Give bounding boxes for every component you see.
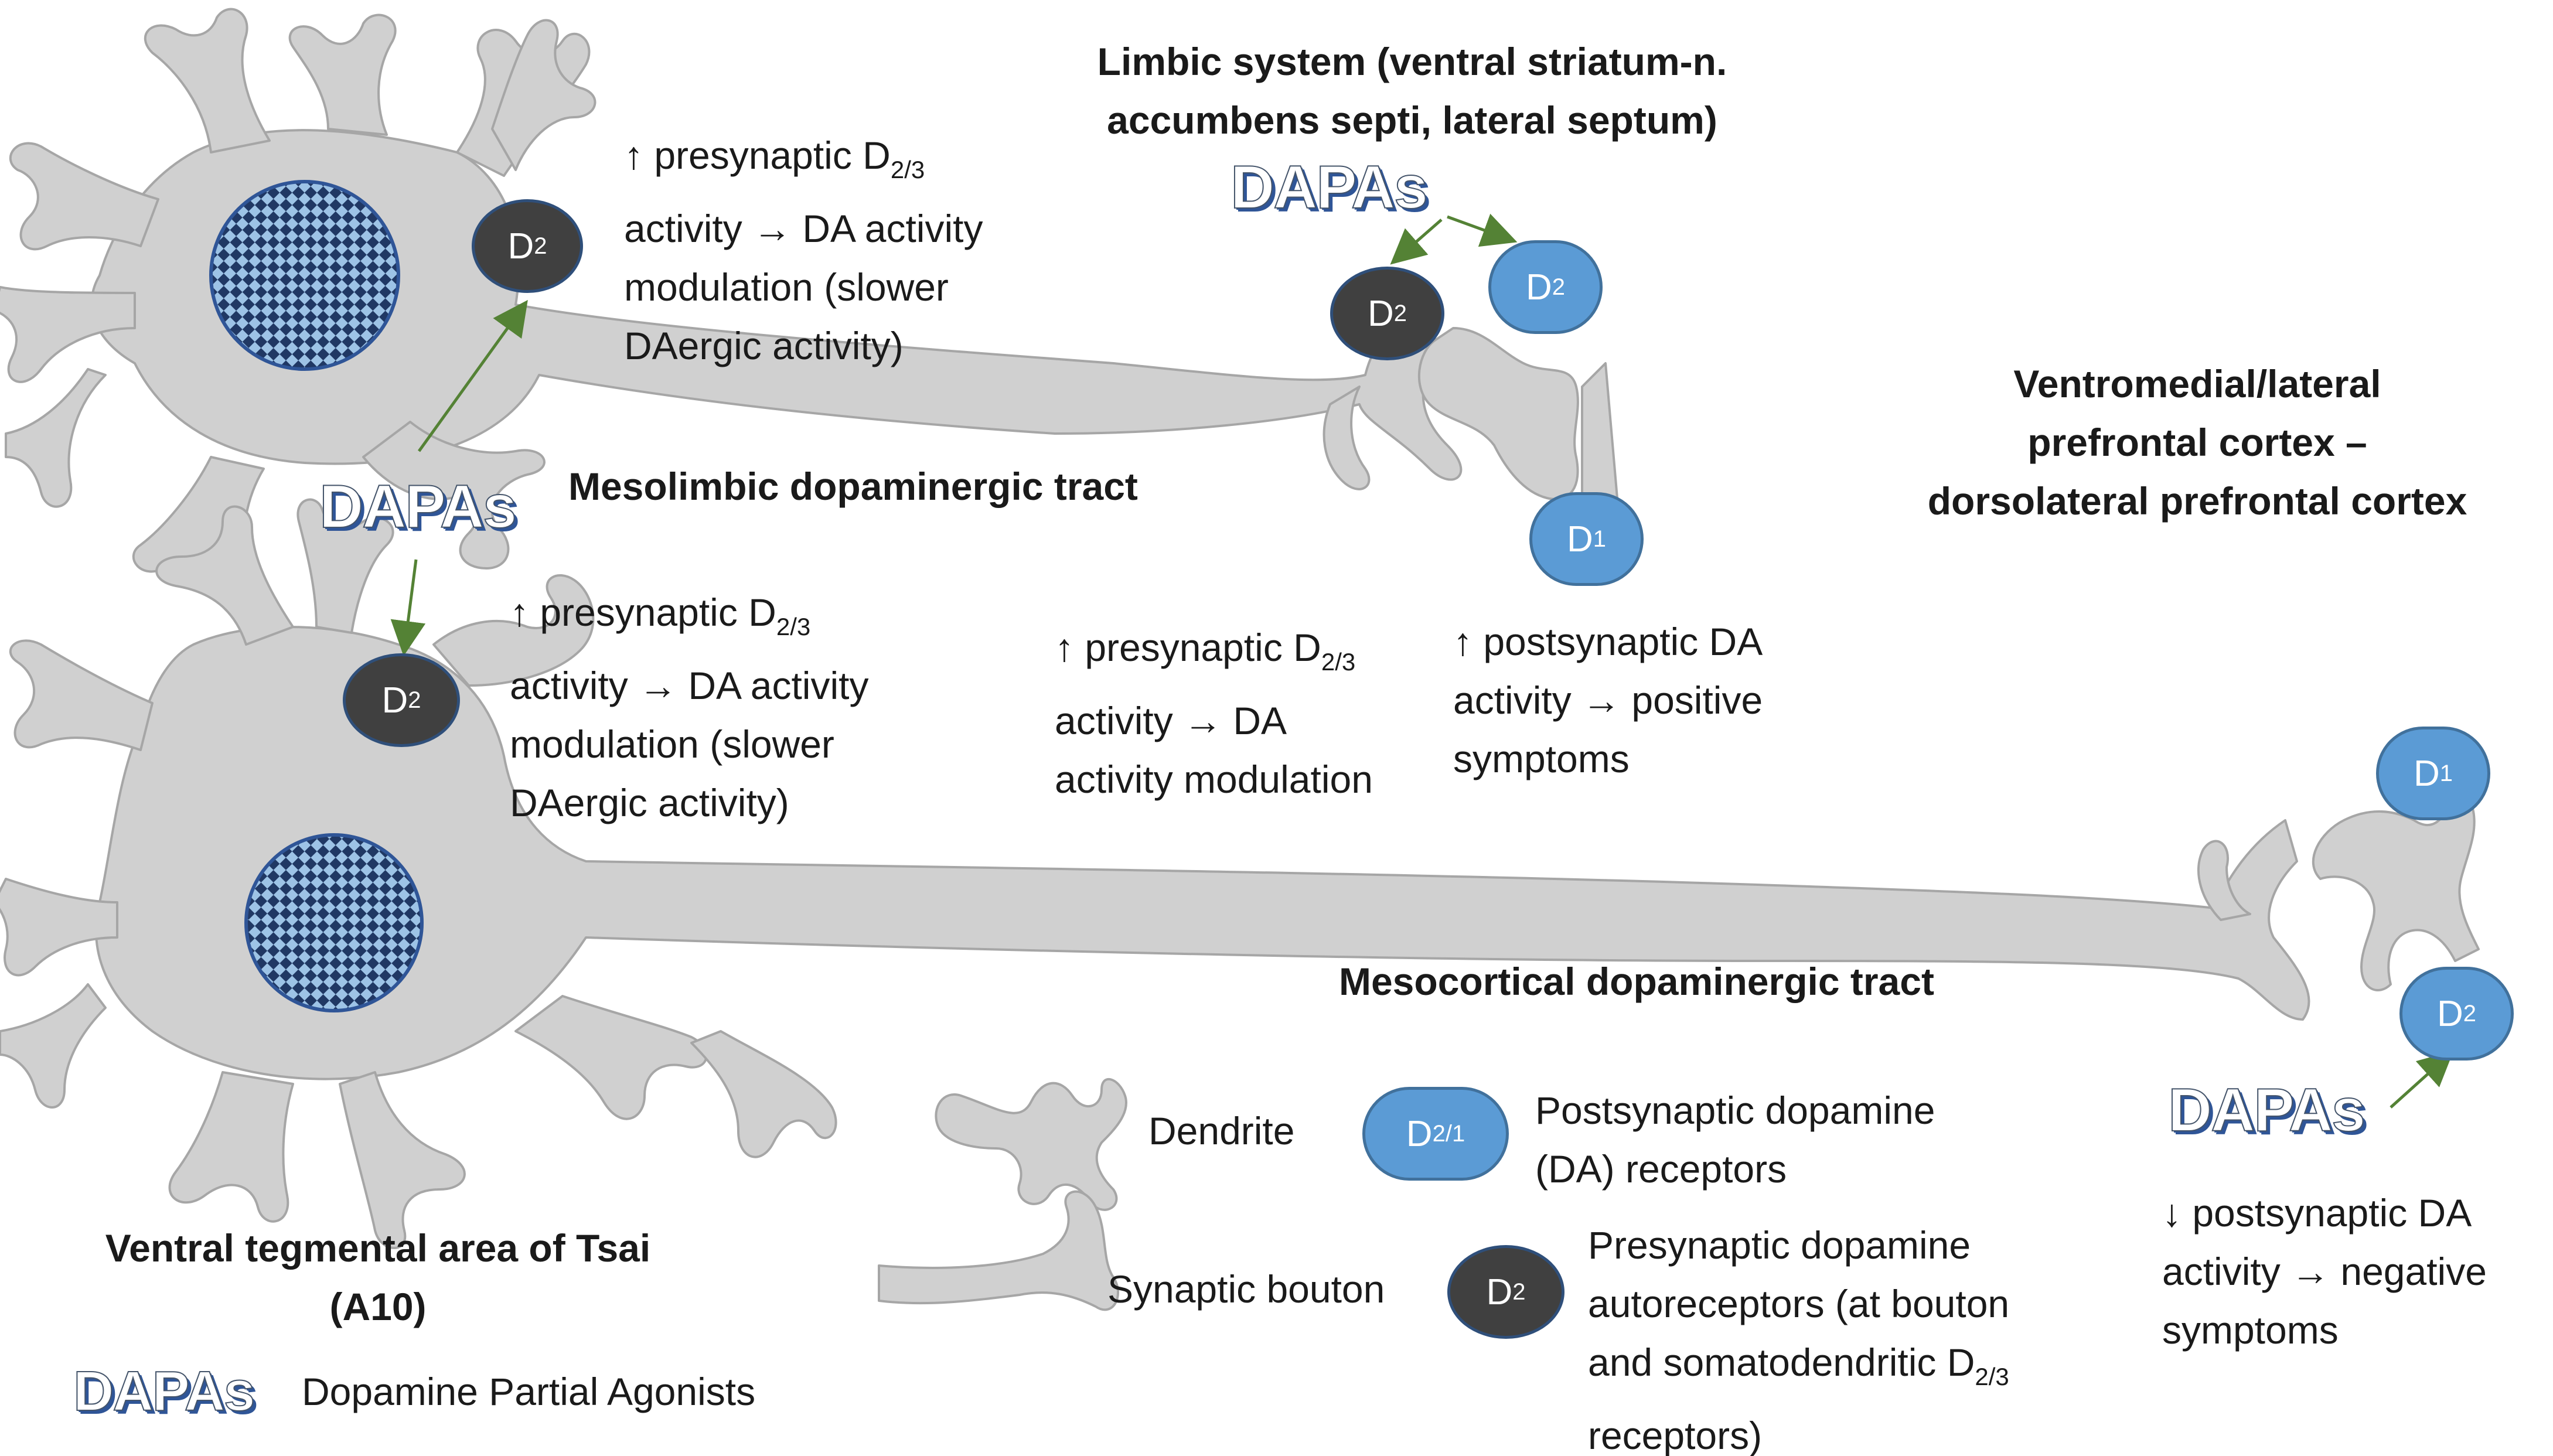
lower-dendrite-top [155, 505, 294, 646]
arrow-dapas-to-lower-d2 [390, 559, 426, 656]
annotation-line: activity → DA activity [624, 207, 983, 250]
annotation-line: activity modulation [1055, 758, 1373, 801]
dapas-label-limbic: DAPAs [1230, 153, 1429, 222]
lower-postsynaptic-dendrite [2312, 802, 2480, 991]
prefrontal-title-line-3: dorsolateral prefrontal cortex [1927, 479, 2467, 523]
upper-dendrite-mid [362, 421, 546, 570]
annotation-line: symptoms [2162, 1308, 2339, 1352]
annotation-line: ↓ postsynaptic DA [2162, 1191, 2472, 1235]
upper-dendrite-left2 [0, 286, 136, 383]
upper-postsynaptic-dendrite [1417, 327, 1579, 500]
prefrontal-region-title: Ventromedial/lateral prefrontal cortex –… [1863, 354, 2531, 530]
lower-dendrite-bottom5 [690, 1030, 837, 1158]
lower-dendrite-left2 [0, 878, 118, 977]
vta-title-line-2: (A10) [329, 1285, 427, 1328]
lower-dendrite-bottom [168, 1071, 294, 1223]
legend-line: autoreceptors (at bouton [1588, 1282, 2010, 1325]
dapas-label-upper-left: DAPAs [319, 472, 517, 541]
annotation-line: ↑ postsynaptic DA [1453, 620, 1763, 663]
lower-dendrite-left [9, 639, 154, 751]
annotation-upper-presynaptic: ↑ presynaptic D2/3 activity → DA activit… [624, 126, 983, 375]
annotation-line: DAergic activity) [624, 324, 904, 367]
lower-bouton-branch [2197, 840, 2251, 921]
annotation-line: ↑ presynaptic D2/3 [624, 134, 925, 183]
lower-dendrite-bottom4 [0, 983, 107, 1109]
legend-bouton-shape [878, 1190, 1120, 1311]
legend-line: Postsynaptic dopamine [1535, 1089, 1935, 1132]
upper-neuron-soma [90, 129, 1463, 481]
dapas-label-cortical: DAPAs [2167, 1076, 2366, 1145]
annotation-line: modulation (slower [510, 722, 834, 766]
annotation-line: ↑ presynaptic D2/3 [1055, 626, 1356, 676]
arrow-dapas-to-limbic-post-d2 [1447, 213, 1518, 247]
limbic-region-title: Limbic system (ventral striatum-n. accum… [1008, 32, 1816, 149]
upper-bouton-branch [1322, 386, 1371, 490]
legend-dendrite-label: Dendrite [1148, 1109, 1295, 1152]
upper-dendrite-top [144, 8, 271, 154]
annotation-line: symptoms [1453, 737, 1630, 780]
vta-title-line-1: Ventral tegmental area of Tsai [105, 1226, 651, 1270]
annotation-line: activity → positive [1453, 678, 1763, 722]
arrow-dapas-to-limbic-d2 [1390, 219, 1443, 265]
legend-presynaptic-description: Presynaptic dopamine autoreceptors (at b… [1588, 1216, 2009, 1456]
annotation-line: activity → DA activity [510, 664, 869, 707]
lower-dendrite-right-top [432, 574, 595, 687]
legend-dapas-definition: Dopamine Partial Agonists [302, 1370, 756, 1413]
annotation-cortical-postsynaptic: ↓ postsynaptic DA activity → negative sy… [2162, 1184, 2487, 1359]
lower-nucleus [244, 833, 424, 1012]
upper-dendrite-bottom2 [5, 368, 107, 508]
upper-dendrite-top2 [288, 13, 397, 136]
legend-postsynaptic-description: Postsynaptic dopamine (DA) receptors [1535, 1081, 1935, 1198]
annotation-line: activity → negative [2162, 1250, 2487, 1293]
vta-region-title: Ventral tegmental area of Tsai (A10) [47, 1219, 709, 1336]
legend-synaptic-bouton-label: Synaptic bouton [1107, 1267, 1385, 1311]
lower-dendrite-top2 [296, 498, 394, 634]
annotation-line: ↑ presynaptic D2/3 [510, 591, 811, 640]
mesocortical-tract-label: Mesocortical dopaminergic tract [1339, 960, 1934, 1003]
limbic-title-line-2: accumbens septi, lateral septum) [1107, 98, 1717, 142]
prefrontal-title-line-2: prefrontal cortex – [2027, 421, 2367, 464]
legend-line: and somatodendritic D2/3 [1588, 1341, 2009, 1390]
arrow-dapas-to-cortical-d2 [2390, 1051, 2454, 1109]
annotation-line: DAergic activity) [510, 781, 789, 824]
lower-dendrite-bottom3 [514, 995, 708, 1120]
legend-dendrite-shape [935, 1077, 1127, 1211]
upper-post-dendrite-branch [1581, 362, 1618, 505]
prefrontal-title-line-1: Ventromedial/lateral [2013, 362, 2381, 405]
annotation-limbic-presynaptic: ↑ presynaptic D2/3 activity → DA activit… [1055, 618, 1373, 809]
legend-line: (DA) receptors [1535, 1147, 1787, 1191]
lower-dendrite-bottom2 [339, 1071, 466, 1249]
annotation-line: modulation (slower [624, 265, 949, 309]
arrow-dapas-to-upper-d2 [417, 299, 528, 452]
annotation-limbic-postsynaptic: ↑ postsynaptic DA activity → positive sy… [1453, 612, 1763, 788]
upper-dendrite-right [491, 19, 597, 171]
annotation-line: activity → DA [1055, 699, 1287, 742]
limbic-title-line-1: Limbic system (ventral striatum-n. [1097, 40, 1727, 83]
legend-line: receptors) [1588, 1414, 1763, 1456]
dapas-label-legend: DAPAs [73, 1359, 255, 1423]
upper-dendrite-left [9, 142, 159, 251]
mesolimbic-tract-label: Mesolimbic dopaminergic tract [568, 465, 1138, 508]
lower-neuron-soma [95, 626, 2310, 1080]
annotation-lower-presynaptic: ↑ presynaptic D2/3 activity → DA activit… [510, 583, 868, 832]
upper-nucleus [209, 180, 400, 371]
legend-line: Presynaptic dopamine [1588, 1223, 1971, 1267]
